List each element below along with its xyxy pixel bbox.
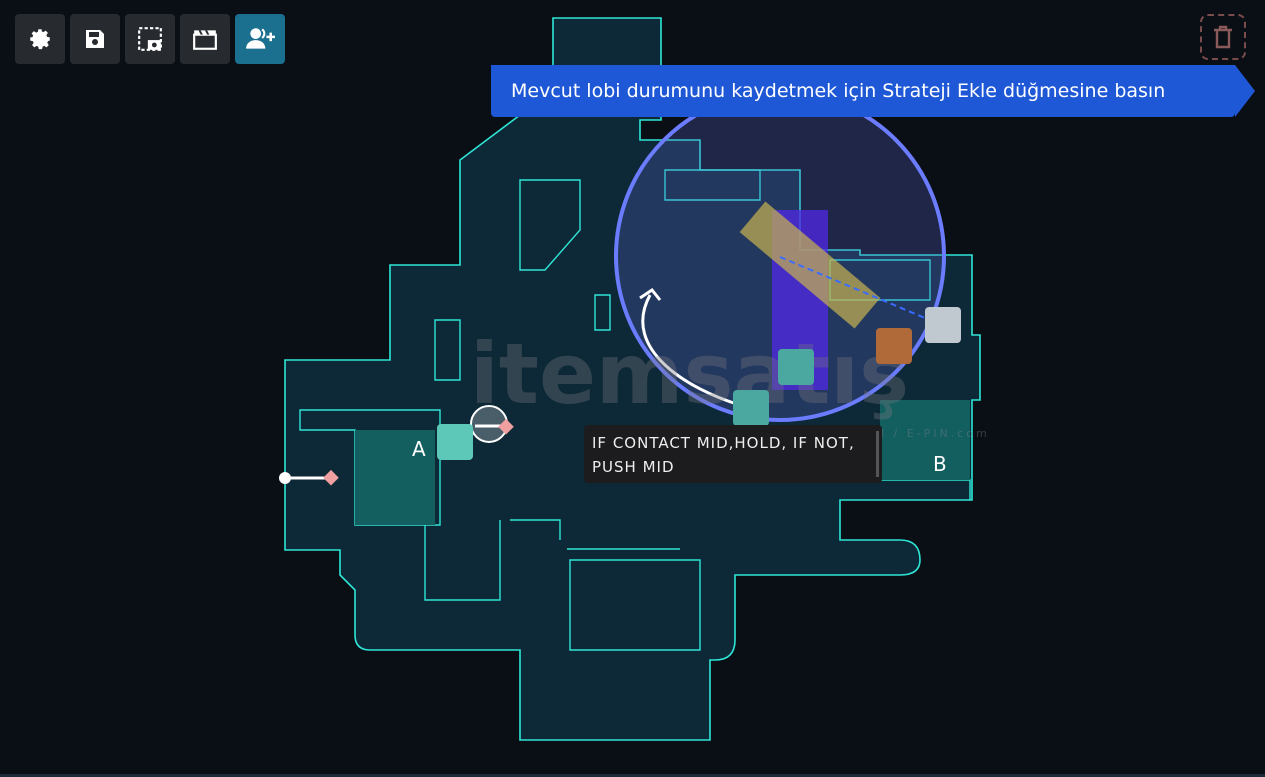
user-plus-icon: [246, 28, 275, 49]
hint-tooltip: Mevcut lobi durumunu kaydetmek için Stra…: [491, 65, 1255, 117]
site-b-zone: [880, 400, 970, 480]
map-outline: [284, 17, 981, 741]
aim-line: [779, 256, 926, 319]
agent-icon[interactable]: [437, 424, 473, 460]
site-a-zone: [355, 430, 435, 525]
agent-icon[interactable]: [876, 328, 912, 364]
screenshot-icon: [138, 27, 162, 51]
diamond-marker[interactable]: [498, 418, 514, 435]
watermark-brand: itemsatış: [470, 325, 910, 423]
line-handle[interactable]: [279, 472, 291, 484]
floppy-icon: [86, 30, 104, 48]
agent-icon[interactable]: [778, 349, 814, 385]
ability-zone-yellow[interactable]: [739, 201, 881, 329]
add-strategy-button[interactable]: [235, 14, 285, 64]
bottom-border: [0, 774, 1265, 777]
strategy-note[interactable]: IF CONTACT MID,HOLD, IF NOT, PUSH MID: [584, 425, 882, 483]
screenshot-button[interactable]: [125, 14, 175, 64]
agent-icon[interactable]: [733, 390, 769, 426]
note-scrollbar[interactable]: [876, 431, 879, 477]
site-a-label: A: [412, 437, 426, 461]
save-button[interactable]: [70, 14, 120, 64]
trash-icon: [1214, 25, 1232, 49]
clapperboard-button[interactable]: [180, 14, 230, 64]
delete-dropzone[interactable]: [1200, 14, 1246, 60]
note-line-2: PUSH MID: [592, 458, 675, 476]
gear-icon: [30, 29, 50, 50]
agent-icon[interactable]: [925, 307, 961, 343]
note-line-1: IF CONTACT MID,HOLD, IF NOT,: [592, 434, 855, 452]
clapperboard-icon: [193, 30, 217, 50]
drawn-arrow[interactable]: [641, 294, 741, 407]
site-b-label: B: [933, 452, 947, 476]
diamond-marker[interactable]: [323, 469, 339, 486]
settings-button[interactable]: [15, 14, 65, 64]
toolbar: [15, 14, 285, 64]
arrowhead-icon: [639, 287, 662, 301]
